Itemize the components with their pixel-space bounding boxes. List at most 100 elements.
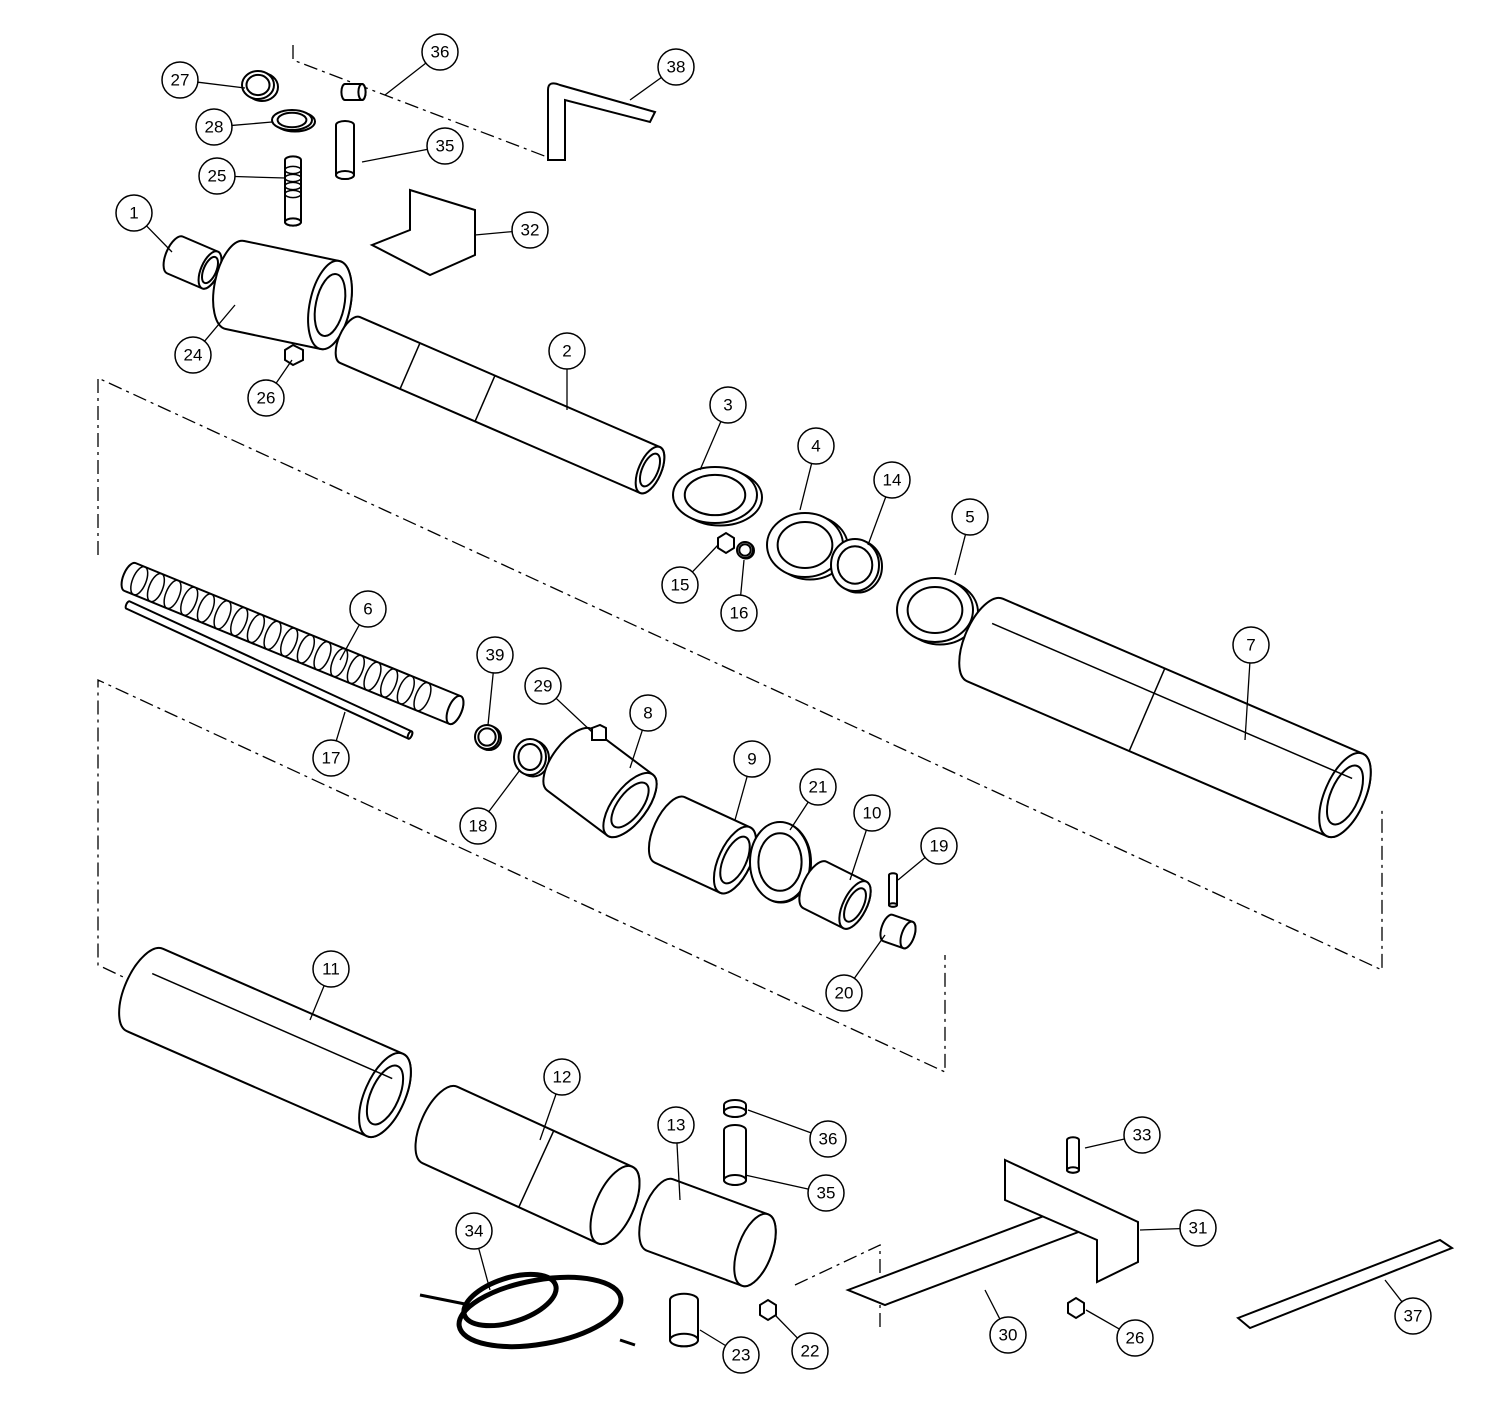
callout-39: 39: [476, 636, 514, 674]
callout-3: 3: [709, 386, 747, 424]
housing-9: [647, 795, 758, 895]
callout-32: 32: [511, 211, 549, 249]
callout-number: 16: [730, 604, 749, 623]
nut-top: [284, 343, 304, 367]
callout-36: 36: [809, 1120, 847, 1158]
callout-number: 21: [809, 778, 828, 797]
bolt-33: [1066, 1136, 1080, 1174]
seal-14: [830, 538, 883, 594]
callout-number: 20: [835, 984, 854, 1003]
callout-6: 6: [349, 590, 387, 628]
hex-key: [547, 82, 657, 161]
leader-line: [361, 148, 428, 163]
callout-4: 4: [797, 427, 835, 465]
callout-number: 13: [667, 1116, 686, 1135]
leader-line: [234, 175, 286, 179]
bushing: [162, 235, 223, 290]
callout-8: 8: [629, 694, 667, 732]
callout-number: 5: [965, 508, 974, 527]
washer-16: [736, 541, 755, 560]
callout-28: 28: [195, 108, 233, 146]
nut-8: [542, 726, 658, 839]
leader-line: [474, 230, 513, 236]
leader-line: [231, 121, 273, 127]
callout-number: 4: [811, 437, 820, 456]
leader-line: [309, 985, 325, 1021]
leader-line: [849, 829, 868, 881]
callout-number: 12: [553, 1068, 572, 1087]
callout-1: 1: [115, 194, 153, 232]
bearing-39: [474, 724, 502, 751]
nut-15: [717, 531, 735, 555]
callout-number: 36: [431, 43, 450, 62]
callout-19: 19: [920, 827, 958, 865]
callout-number: 17: [322, 749, 341, 768]
callout-7: 7: [1232, 626, 1270, 664]
callout-number: 18: [469, 817, 488, 836]
bearing-18: [513, 738, 550, 778]
coupler-20: [879, 913, 917, 950]
callout-number: 2: [562, 342, 571, 361]
callout-24: 24: [174, 336, 212, 374]
callout-13: 13: [657, 1106, 695, 1144]
leader-line: [699, 421, 722, 471]
callout-number: 35: [436, 137, 455, 156]
cap-screw: [284, 155, 302, 227]
callout-9: 9: [733, 740, 771, 778]
callout-18: 18: [459, 807, 497, 845]
callout-number: 33: [1133, 1126, 1152, 1145]
callout-12: 12: [543, 1058, 581, 1096]
callout-number: 36: [819, 1130, 838, 1149]
callout-number: 9: [747, 750, 756, 769]
callout-29: 29: [524, 667, 562, 705]
callout-number: 27: [171, 71, 190, 90]
callout-30: 30: [989, 1316, 1027, 1354]
callout-number: 35: [817, 1184, 836, 1203]
callout-number: 10: [863, 804, 882, 823]
leader-line: [774, 1314, 798, 1339]
callout-number: 15: [671, 576, 690, 595]
rod-17: [124, 600, 414, 740]
callout-number: 26: [257, 389, 276, 408]
nut-22: [759, 1298, 777, 1322]
leader-line: [488, 769, 521, 812]
callout-number: 14: [883, 471, 902, 490]
callout-20: 20: [825, 974, 863, 1012]
callout-27: 27: [161, 61, 199, 99]
angle-bracket: [369, 188, 476, 277]
leader-line: [555, 697, 593, 733]
callout-31: 31: [1179, 1209, 1217, 1247]
leader-line: [744, 1174, 809, 1190]
callout-16: 16: [720, 594, 758, 632]
callout-number: 37: [1404, 1307, 1423, 1326]
callout-33: 33: [1123, 1116, 1161, 1154]
clamp-block: [212, 239, 353, 351]
callout-11: 11: [312, 950, 350, 988]
callout-number: 7: [1246, 636, 1255, 655]
screw-6: [120, 561, 465, 726]
leader-line: [629, 729, 644, 769]
leader-lines: [146, 62, 1403, 1347]
leader-line: [1084, 1138, 1125, 1149]
callout-25: 25: [198, 157, 236, 195]
callout-14: 14: [873, 461, 911, 499]
setscrew-29: [591, 723, 607, 741]
leader-line: [740, 559, 745, 596]
callout-number: 11: [322, 960, 340, 979]
callout-10: 10: [853, 794, 891, 832]
callout-17: 17: [312, 739, 350, 777]
leader-line: [867, 496, 887, 546]
callout-37: 37: [1394, 1297, 1432, 1335]
callout-5: 5: [951, 498, 989, 536]
callout-number: 28: [205, 118, 224, 137]
leader-line: [1085, 1309, 1120, 1330]
callout-number: 39: [486, 646, 505, 665]
callout-number: 19: [930, 837, 949, 856]
gland-23: [669, 1292, 699, 1348]
callout-number: 34: [465, 1222, 484, 1241]
dust-cap: [241, 70, 279, 102]
callout-number: 24: [184, 346, 203, 365]
leader-line: [789, 801, 809, 831]
callout-number: 3: [723, 396, 732, 415]
leader-line: [699, 1329, 726, 1347]
